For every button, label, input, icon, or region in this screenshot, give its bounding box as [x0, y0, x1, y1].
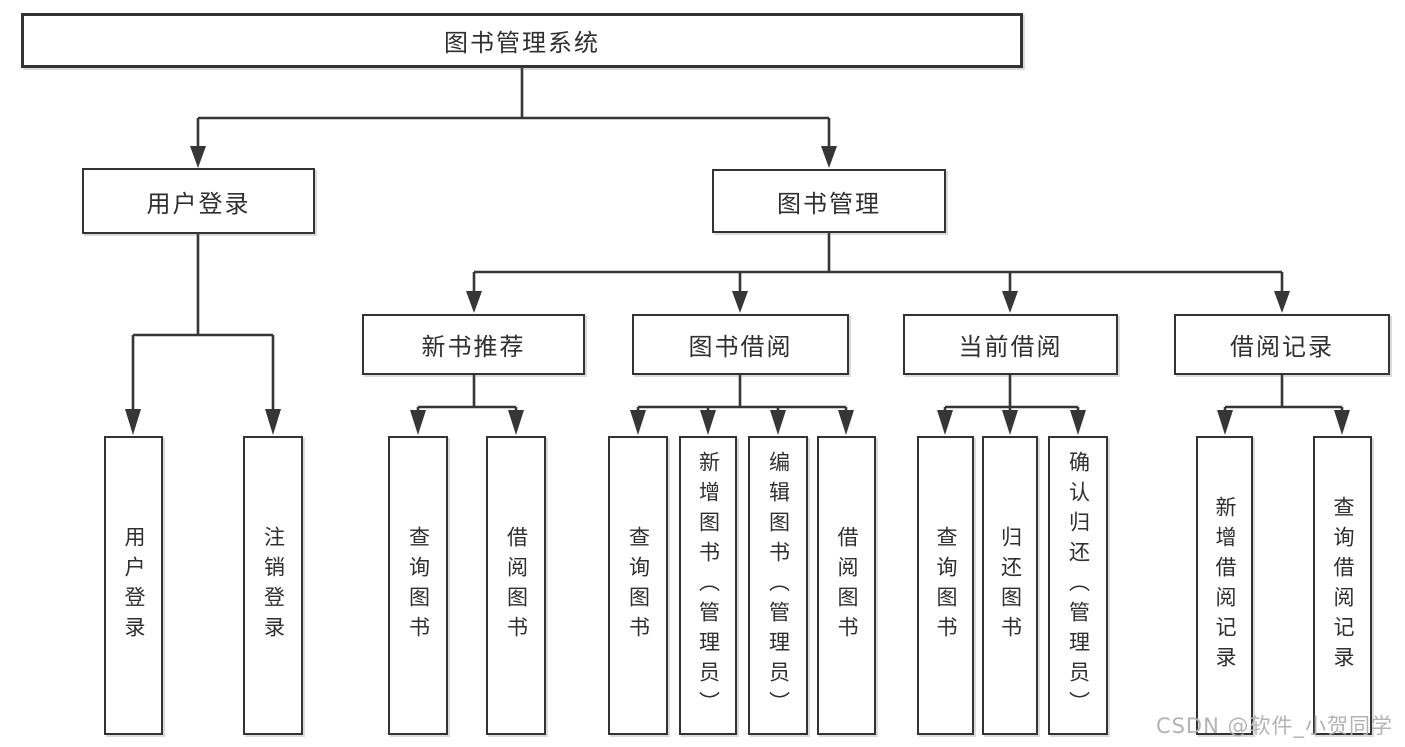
node-borrow-records: 借阅记录	[1174, 314, 1390, 375]
leaf-current-confirm-return-admin: 确认归还（管理员）	[1048, 436, 1108, 735]
node-book-borrow-label: 图书借阅	[688, 333, 793, 361]
leaf-records-query-record: 查询借阅记录	[1313, 436, 1372, 735]
node-root: 图书管理系统	[21, 13, 1023, 68]
node-new-book-recommend-label: 新书推荐	[421, 333, 526, 361]
leaf-recommend-borrow-books: 借阅图书	[486, 436, 546, 735]
node-book-borrow: 图书借阅	[632, 314, 849, 375]
leaf-borrow-query-books-label: 查询图书	[626, 525, 651, 646]
leaf-current-return-books: 归还图书	[982, 436, 1038, 735]
leaf-logout-label: 注销登录	[261, 525, 286, 646]
leaf-current-query-books: 查询图书	[917, 436, 974, 735]
node-current-borrow: 当前借阅	[903, 314, 1118, 375]
leaf-borrow-borrow-books-label: 借阅图书	[835, 525, 859, 646]
node-current-borrow-label: 当前借阅	[958, 333, 1063, 361]
leaf-borrow-edit-books-admin-label: 编辑图书（管理员）	[766, 450, 791, 721]
leaf-recommend-borrow-books-label: 借阅图书	[504, 525, 529, 646]
leaf-borrow-add-books-admin-label: 新增图书（管理员）	[696, 450, 721, 721]
node-book-management: 图书管理	[712, 169, 946, 233]
leaf-recommend-query-books-label: 查询图书	[406, 525, 431, 646]
leaf-records-add-record: 新增借阅记录	[1196, 436, 1253, 735]
leaf-user-login: 用户登录	[104, 436, 163, 735]
csdn-watermark: CSDN @软件_小贺同学	[1155, 714, 1393, 738]
node-user-login-label: 用户登录	[146, 189, 251, 218]
node-borrow-records-label: 借阅记录	[1230, 333, 1334, 361]
node-new-book-recommend: 新书推荐	[362, 314, 585, 375]
leaf-current-return-books-label: 归还图书	[998, 525, 1023, 646]
node-user-login: 用户登录	[82, 168, 315, 234]
leaf-logout: 注销登录	[243, 436, 303, 735]
arrowheads	[125, 146, 1350, 435]
node-root-label: 图书管理系统	[444, 29, 600, 57]
leaf-recommend-query-books: 查询图书	[388, 436, 448, 735]
leaf-user-login-label: 用户登录	[122, 525, 146, 646]
leaf-current-confirm-return-admin-label: 确认归还（管理员）	[1066, 450, 1091, 721]
leaf-borrow-add-books-admin: 新增图书（管理员）	[679, 436, 737, 735]
leaf-current-query-books-label: 查询图书	[934, 525, 958, 646]
leaf-borrow-edit-books-admin: 编辑图书（管理员）	[748, 436, 808, 735]
leaf-records-add-record-label: 新增借阅记录	[1213, 495, 1237, 676]
node-book-management-label: 图书管理	[777, 189, 881, 218]
leaf-borrow-borrow-books: 借阅图书	[817, 436, 876, 735]
leaf-borrow-query-books: 查询图书	[608, 436, 668, 735]
leaf-records-query-record-label: 查询借阅记录	[1331, 495, 1355, 676]
